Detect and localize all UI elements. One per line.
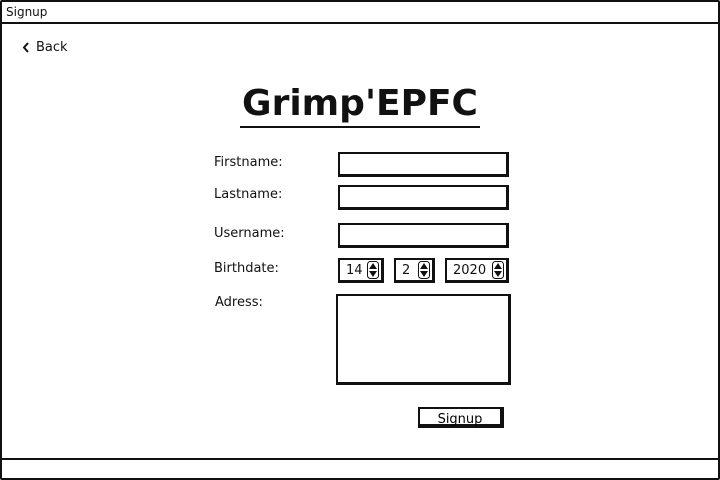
spinner-arrows-icon[interactable] bbox=[366, 261, 380, 279]
lastname-field[interactable] bbox=[338, 185, 509, 210]
spinner-arrows-icon[interactable] bbox=[417, 261, 431, 279]
back-label: Back bbox=[36, 40, 68, 55]
birth-day-value: 14 bbox=[346, 262, 363, 278]
username-label: Username: bbox=[214, 226, 285, 241]
address-label: Adress: bbox=[215, 295, 263, 310]
birth-year-stepper[interactable]: 2020 bbox=[445, 258, 509, 283]
page-title-text: Grimp'EPFC bbox=[240, 82, 480, 128]
username-field[interactable] bbox=[338, 223, 509, 248]
status-bar bbox=[2, 458, 718, 478]
window-titlebar: Signup bbox=[2, 2, 718, 24]
window-title: Signup bbox=[6, 5, 48, 19]
birth-day-stepper[interactable]: 14 bbox=[338, 258, 384, 283]
spinner-arrows-icon[interactable] bbox=[491, 261, 505, 279]
birth-year-value: 2020 bbox=[453, 262, 487, 278]
page-title: Grimp'EPFC bbox=[2, 82, 718, 128]
address-textarea[interactable] bbox=[336, 294, 511, 385]
back-link[interactable]: Back bbox=[22, 40, 68, 55]
firstname-label: Firstname: bbox=[214, 155, 283, 170]
birth-month-stepper[interactable]: 2 bbox=[394, 258, 435, 283]
lastname-label: Lastname: bbox=[214, 187, 283, 202]
birthdate-label: Birthdate: bbox=[214, 261, 279, 276]
firstname-field[interactable] bbox=[338, 152, 509, 177]
signup-button[interactable]: Signup bbox=[418, 407, 504, 428]
chevron-left-icon bbox=[22, 42, 30, 53]
birth-month-value: 2 bbox=[402, 262, 411, 278]
